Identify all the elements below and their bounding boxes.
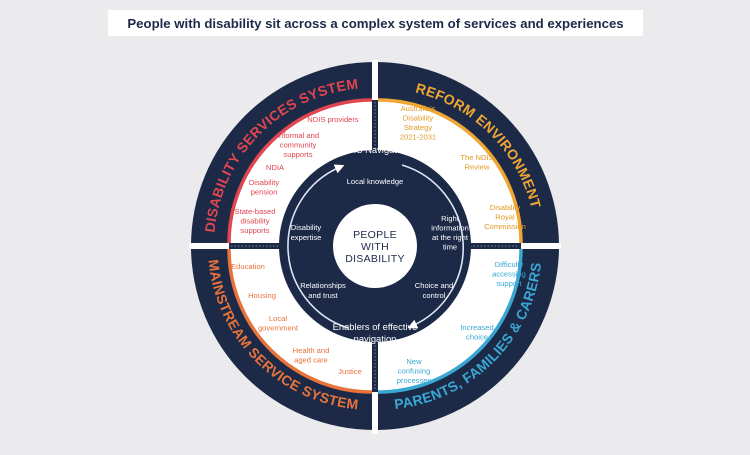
- list-item: Strategy: [404, 123, 432, 132]
- list-item: supports: [240, 226, 269, 235]
- list-item: Education: [231, 262, 265, 271]
- enabler-line: Relationships: [300, 281, 346, 290]
- list-item: Health and: [293, 346, 330, 355]
- enabler-line: control: [423, 291, 446, 300]
- list-item: accessing: [492, 270, 526, 279]
- enabler-line: information: [431, 224, 469, 233]
- list-item: New: [406, 357, 422, 366]
- list-item: 2021-2031: [400, 133, 436, 142]
- enabler-line: time: [443, 243, 457, 252]
- list-item: Informal and: [277, 131, 319, 140]
- center-line: WITH: [361, 241, 389, 253]
- list-item: Royal: [495, 213, 515, 222]
- nav-label-bottom: Enablers of effective navigation: [333, 321, 418, 344]
- list-item: confusing: [398, 367, 431, 376]
- list-item: Increased: [460, 323, 493, 332]
- list-item: NDIA: [266, 163, 285, 172]
- list-item: Disability: [249, 178, 280, 187]
- list-item: choice: [466, 333, 488, 342]
- list-item: Commission: [484, 222, 526, 231]
- enabler-disability-expertise: Disability expertise: [291, 223, 322, 242]
- title-bar: People with disability sit across a comp…: [108, 10, 643, 36]
- list-item: disability: [240, 217, 269, 226]
- nav-arrow-left: [287, 164, 349, 329]
- list-item: Difficulty: [495, 260, 524, 269]
- list-item: Housing: [248, 291, 276, 300]
- enabler-line: Right: [441, 214, 460, 223]
- enabler-local-knowledge: Local knowledge: [347, 177, 404, 186]
- divider-horizontal-right: [521, 243, 561, 249]
- list-item: pension: [251, 188, 278, 197]
- list-item: The NDIS: [460, 153, 493, 162]
- list-item: aged care: [294, 356, 328, 365]
- list-item: Justice: [338, 367, 362, 376]
- list-item: community: [280, 141, 317, 150]
- list-item: NDIS providers: [307, 115, 359, 124]
- center-line: PEOPLE: [353, 229, 397, 241]
- list-item: processes: [397, 376, 432, 385]
- divider-vertical-bottom: [372, 392, 378, 434]
- enabler-relationships: Relationships and trust: [300, 281, 346, 300]
- enabler-line: at the right: [432, 233, 469, 242]
- enabler-line: and trust: [308, 291, 338, 300]
- list-item: support: [496, 279, 522, 288]
- nav-label-top: NDIS Navigators: [340, 144, 410, 155]
- list-item: Review: [465, 163, 490, 172]
- enabler-line: Disability: [291, 223, 322, 232]
- families-items: Difficulty accessing support Increased c…: [397, 260, 526, 385]
- nav-label-bottom-line: navigation: [354, 333, 397, 344]
- reform-items: Australia's Disability Strategy 2021-203…: [400, 104, 526, 231]
- enabler-line: expertise: [291, 233, 322, 242]
- nav-label-bottom-line: Enablers of effective: [333, 321, 418, 332]
- page-title: People with disability sit across a comp…: [127, 15, 624, 31]
- list-item: government: [258, 324, 299, 333]
- enabler-line: Choice and: [415, 281, 453, 290]
- nav-arrow-right: [401, 164, 464, 329]
- center-line: DISABILITY: [345, 253, 405, 265]
- accent-arc-disability-services: [227, 98, 373, 244]
- accent-arc-reform: [377, 98, 523, 244]
- list-item: Local: [269, 314, 287, 323]
- mainstream-items: Education Housing Local government Healt…: [231, 262, 362, 376]
- list-item: Australia's: [401, 104, 436, 113]
- center-label: PEOPLE WITH DISABILITY: [345, 229, 405, 265]
- divider-vertical: [372, 60, 378, 100]
- disability-services-items: NDIS providers Informal and community su…: [235, 115, 359, 235]
- enabler-choice-control: Choice and control: [415, 281, 453, 300]
- list-item: supports: [283, 150, 312, 159]
- divider-horizontal-left: [189, 243, 229, 249]
- accent-arc-families: [377, 248, 523, 394]
- list-item: State-based: [235, 207, 276, 216]
- enabler-right-information: Right information at the right time: [431, 214, 469, 252]
- list-item: Disability: [490, 203, 521, 212]
- list-item: Disability: [403, 114, 434, 123]
- accent-arc-mainstream: [227, 248, 373, 394]
- center-circle: [333, 204, 417, 288]
